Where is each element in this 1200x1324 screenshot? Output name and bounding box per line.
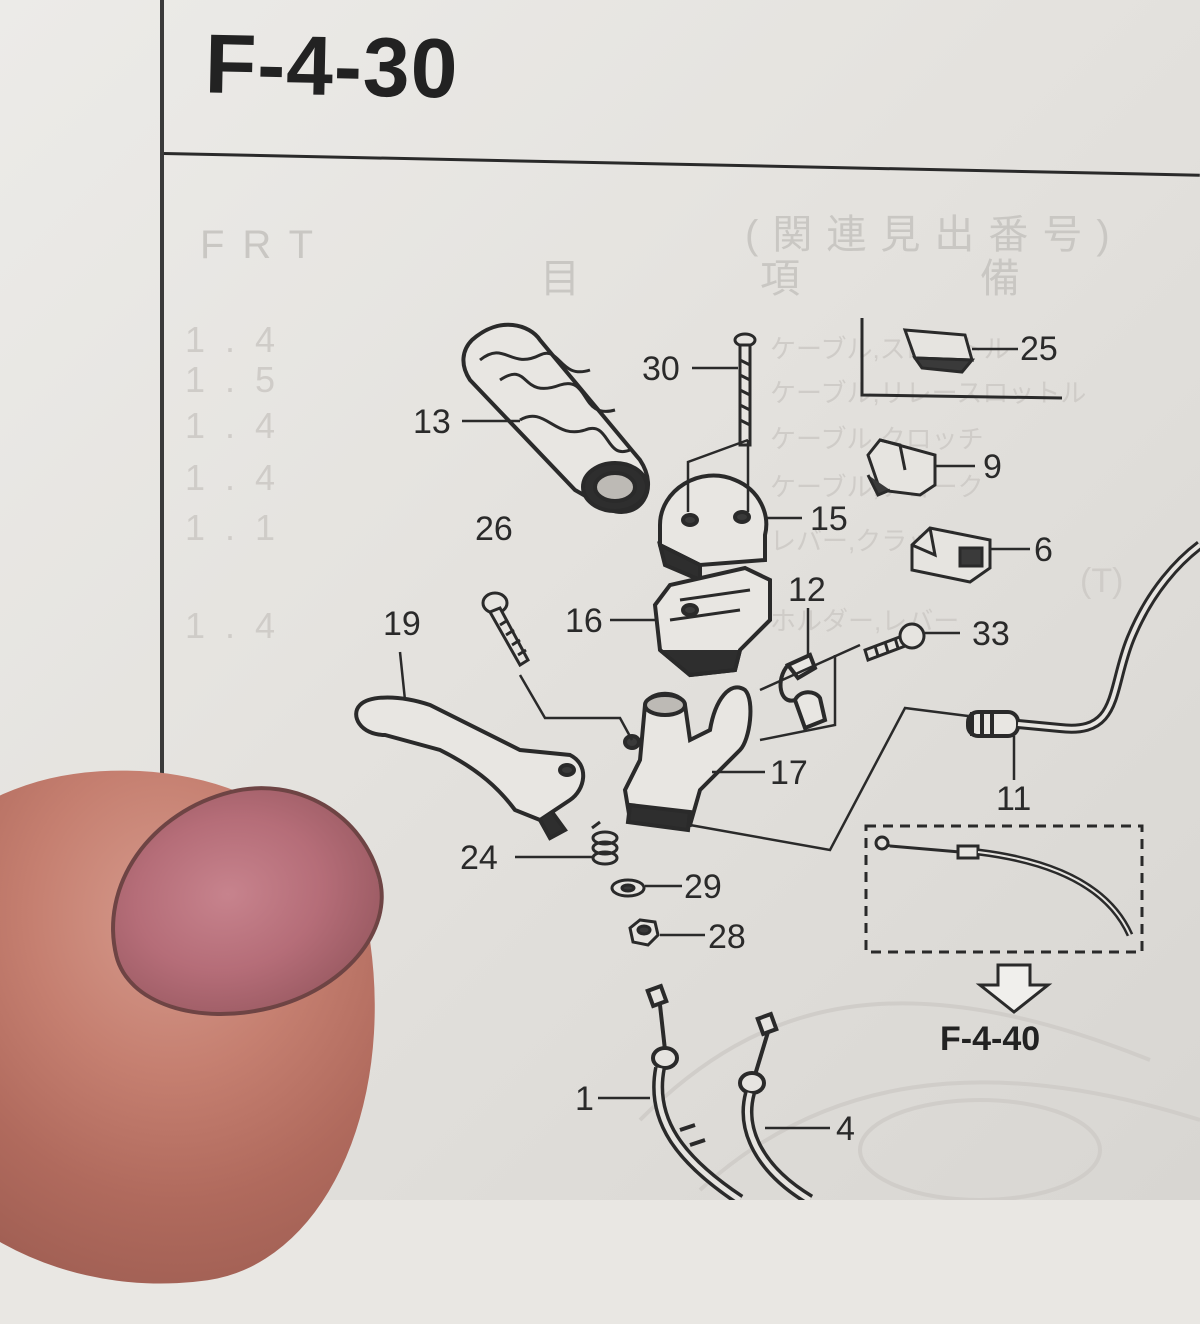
cable-11-part	[966, 541, 1200, 738]
callout-1: 1	[575, 1080, 594, 1118]
ghost-qty-row: 1.1	[185, 507, 295, 548]
callout-19: 19	[383, 605, 421, 643]
page-border-vertical	[160, 0, 164, 790]
down-arrow-icon	[975, 963, 1053, 1014]
callout-12: 12	[788, 571, 826, 609]
callout-24: 24	[460, 839, 498, 877]
ghost-qty-row: 1.4	[185, 319, 295, 360]
ghost-qty-row: 1.4	[185, 457, 295, 498]
bolt-33-part	[863, 622, 926, 662]
lever-holder-17-part	[622, 685, 753, 833]
bolt-26-part	[481, 591, 530, 668]
ghost-qty-row: 1.4	[185, 605, 295, 646]
ghost-header-left: FRT	[200, 223, 331, 267]
callout-11: 11	[996, 780, 1032, 818]
reference-inset	[864, 824, 1144, 954]
callout-9: 9	[983, 448, 1002, 486]
reference-label: F-4-40	[940, 1020, 1041, 1058]
callout-17: 17	[770, 754, 808, 792]
switch-9-part	[866, 438, 937, 497]
callout-4: 4	[836, 1110, 855, 1148]
cable-inset-part	[874, 835, 1134, 937]
clamp-15-part	[657, 473, 769, 584]
cap-25-part	[902, 328, 976, 374]
callout-28: 28	[708, 918, 746, 956]
callout-33: 33	[972, 615, 1010, 653]
ghost-note: (T)	[1080, 562, 1123, 600]
switch-6-part	[910, 526, 992, 584]
callout-15: 15	[810, 500, 848, 538]
screw-30-part	[733, 332, 757, 447]
lever-19-part	[354, 695, 586, 841]
cable-4-part	[738, 1011, 814, 1200]
callout-29: 29	[684, 868, 722, 906]
leader-lines	[398, 347, 1030, 1130]
ghost-qty-row: 1.4	[185, 405, 295, 446]
parts-diagram: FRT (関連見出番号) 目 項 備 要 1.41.51.41.41.11.4ケ…	[185, 213, 1200, 1200]
washer-29-part	[610, 878, 646, 898]
ghost-header-row2: 目 項 備 要	[540, 257, 1200, 301]
clamp-12-part	[778, 652, 828, 731]
ghost-qty-row: 1.5	[185, 359, 295, 400]
cable-1-part	[645, 983, 744, 1200]
ghost-header-right: (関連見出番号)	[745, 213, 1124, 257]
callout-13: 13	[413, 403, 451, 441]
grip-13-part	[461, 322, 651, 514]
callout-30: 30	[642, 350, 680, 388]
nut-28-part	[628, 918, 660, 947]
ghost-part-row: ホルダー,レバー	[770, 606, 959, 636]
callout-6: 6	[1034, 531, 1053, 569]
callout-16: 16	[565, 602, 603, 640]
ghost-part-row: ケーブル,リレースロットル	[770, 378, 1086, 408]
spring-24-part	[591, 820, 619, 866]
inset-frame	[860, 318, 1063, 400]
callout-25: 25	[1020, 330, 1058, 368]
callout-26: 26	[475, 510, 513, 548]
switch-housing-16-part	[652, 565, 772, 678]
